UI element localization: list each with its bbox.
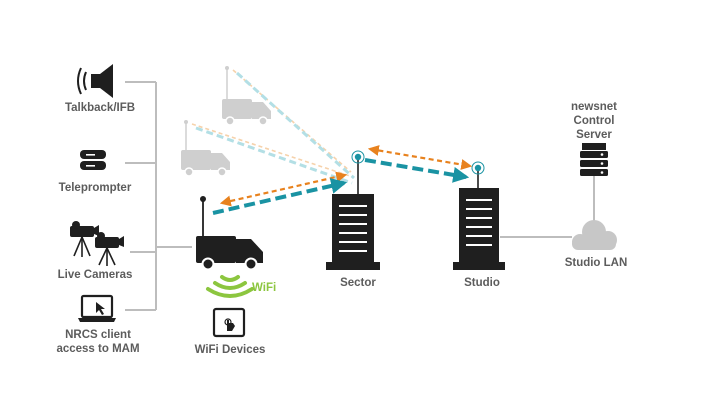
building-icon-sector (326, 150, 380, 270)
live-cameras-label: Live Cameras (57, 269, 133, 281)
speaker-icon (77, 64, 113, 98)
sector-studio-links (364, 145, 473, 183)
van-icon-faded-top (222, 66, 271, 126)
building-icon-studio (453, 161, 505, 270)
left-connector-lines (125, 81, 192, 311)
wifi-icon (206, 275, 254, 298)
lan-connector-lines (500, 176, 595, 238)
camera-icon (70, 221, 124, 266)
server-label: newsnet Control Server (570, 101, 617, 141)
van-sector-links (212, 171, 348, 215)
studio-label: Studio (464, 277, 500, 289)
teleprompter-label: Teleprompter (58, 182, 132, 194)
nrcs-label: NRCS client access to MAM (56, 329, 140, 355)
server-icon (580, 143, 608, 176)
cloud-icon (572, 220, 617, 250)
talkback-label: Talkback/IFB (64, 102, 136, 114)
sector-label: Sector (340, 277, 376, 289)
tablet-icon (212, 307, 246, 338)
teleprompter-icon (80, 150, 106, 170)
laptop-icon (78, 294, 116, 322)
van-icon (196, 196, 263, 271)
studio-lan-label: Studio LAN (564, 257, 628, 269)
wifi-label: WiFi (252, 282, 277, 294)
wifi-devices-label: WiFi Devices (194, 344, 266, 356)
